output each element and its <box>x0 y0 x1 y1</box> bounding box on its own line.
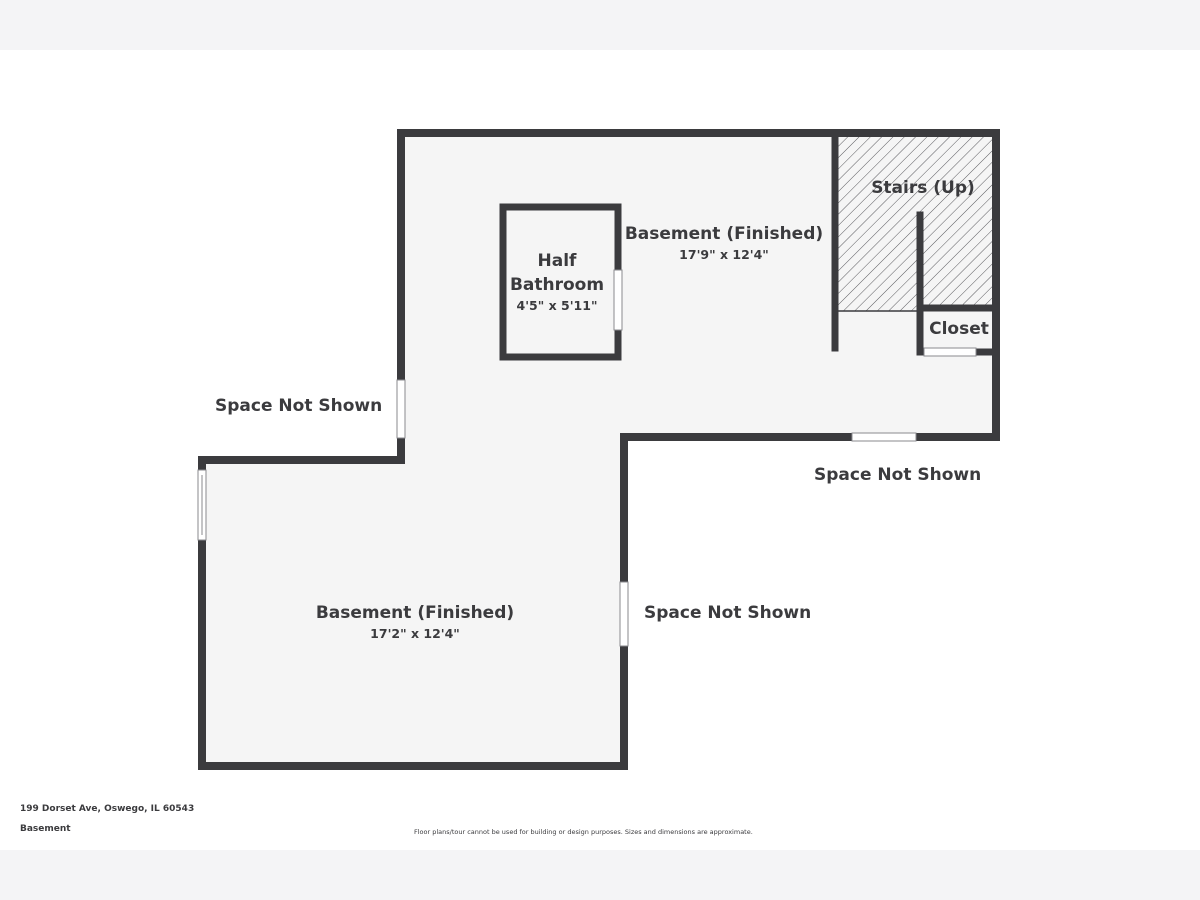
half-bathroom-walls <box>499 203 622 361</box>
closet-fill <box>924 312 992 347</box>
half-bathroom-door <box>613 269 623 331</box>
space-not-shown-right-upper: Space Not Shown <box>814 465 982 485</box>
stairs-hatch <box>838 137 992 311</box>
closet-door <box>923 347 977 357</box>
interior-walls <box>831 133 996 356</box>
room-basement-upper-dims: 17'9" x 12'4" <box>679 247 769 262</box>
room-closet-name: Closet <box>929 319 989 339</box>
footer-level: Basement <box>20 824 71 834</box>
room-basement-upper-name: Basement (Finished) <box>624 224 824 244</box>
room-stairs: Stairs (Up) <box>848 176 998 200</box>
room-stairs-name: Stairs (Up) <box>871 178 975 198</box>
room-half-bathroom-dims: 4'5" x 5'11" <box>516 298 598 313</box>
room-closet: Closet <box>924 317 994 341</box>
room-basement-lower-name: Basement (Finished) <box>315 603 515 623</box>
room-half-bathroom-name-1: Half <box>537 251 577 271</box>
room-half-bathroom: Half Bathroom 4'5" x 5'11" <box>507 249 607 315</box>
room-basement-upper: Basement (Finished) 17'9" x 12'4" <box>598 222 850 264</box>
exterior-walls <box>198 129 1000 770</box>
room-basement-lower-dims: 17'2" x 12'4" <box>370 626 460 641</box>
space-not-shown-right-lower: Space Not Shown <box>644 603 812 623</box>
footer-address: 199 Dorset Ave, Oswego, IL 60543 <box>20 804 195 814</box>
floor-area <box>202 133 996 766</box>
windows <box>197 379 917 647</box>
space-not-shown-left: Space Not Shown <box>215 396 383 416</box>
room-basement-lower: Basement (Finished) 17'2" x 12'4" <box>290 601 540 643</box>
footer-disclaimer: Floor plans/tour cannot be used for buil… <box>414 828 753 836</box>
room-half-bathroom-name-2: Bathroom <box>509 275 605 295</box>
